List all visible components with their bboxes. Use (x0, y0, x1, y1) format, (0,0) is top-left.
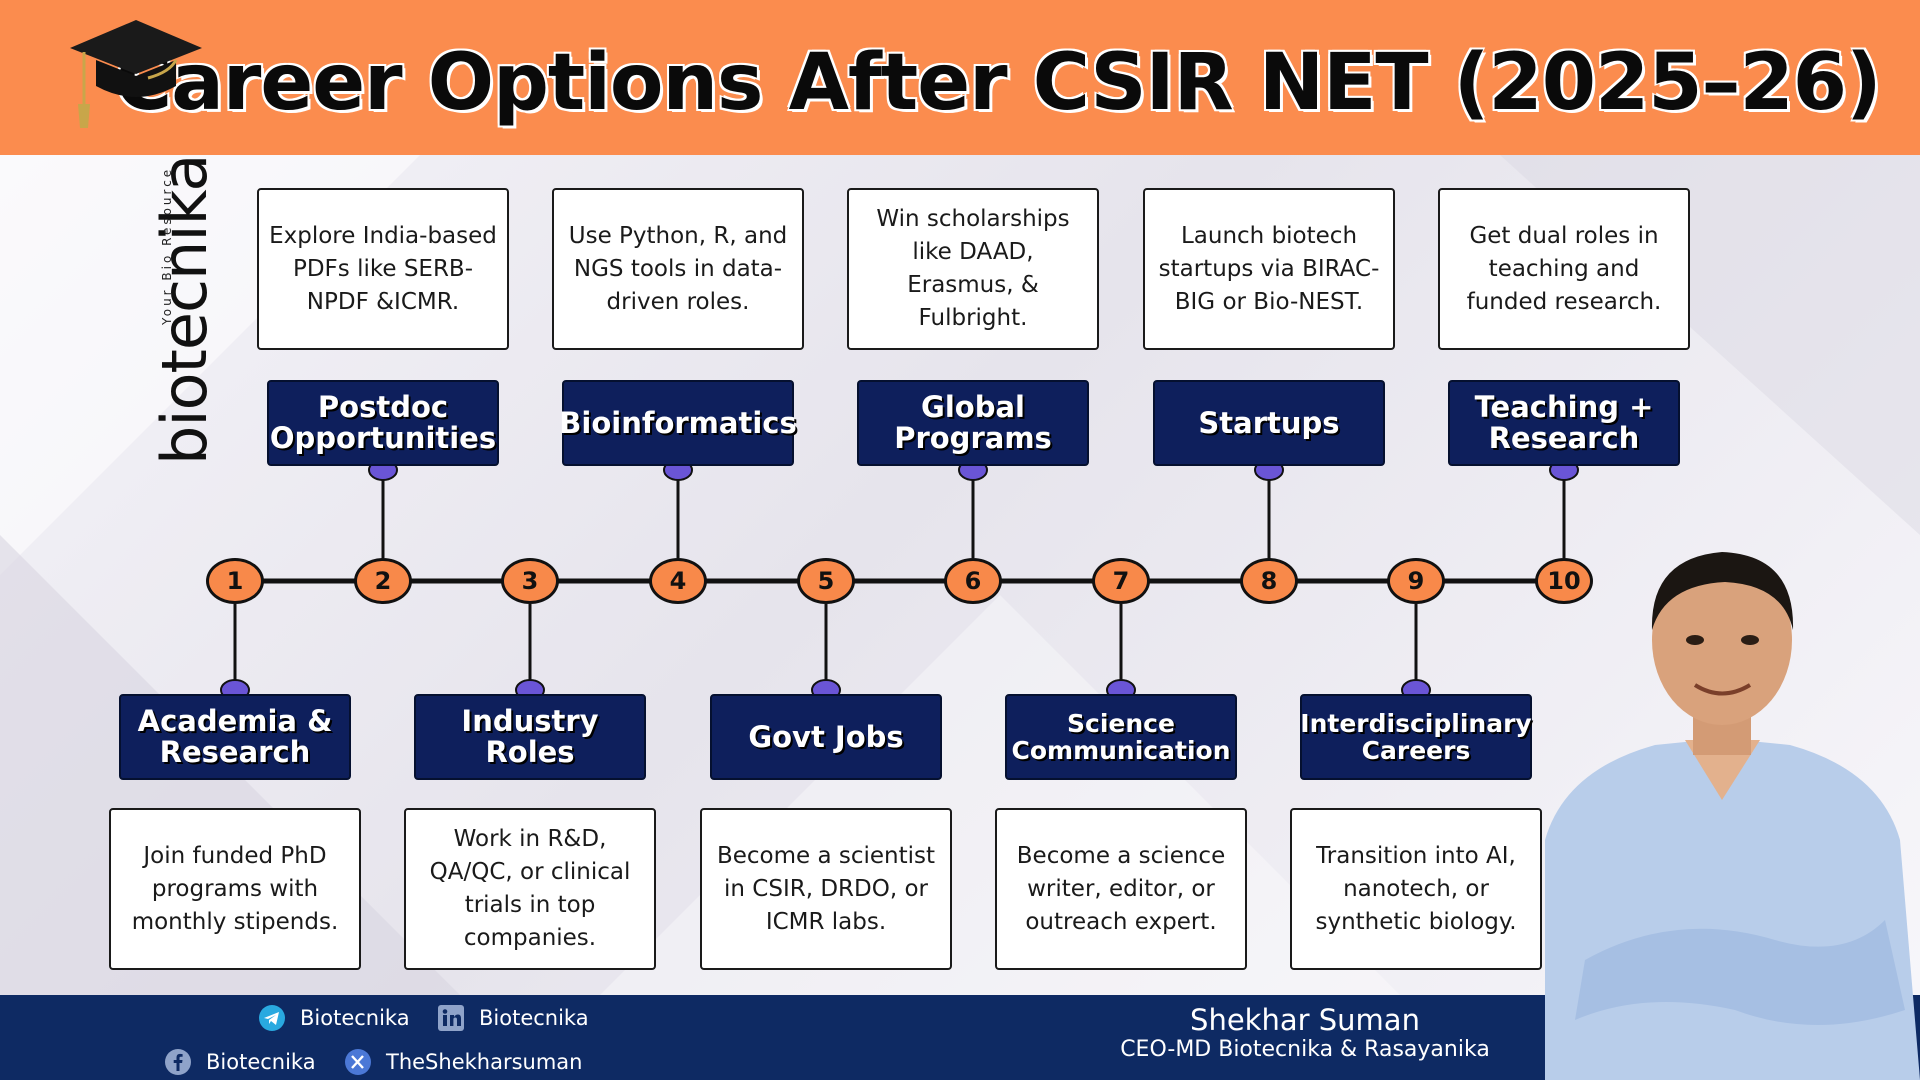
step-2-description: Explore India-based PDFs like SERB-NPDF … (257, 188, 509, 350)
step-7-description: Become a science writer, editor, or outr… (995, 808, 1247, 970)
step-5-title: Govt Jobs (710, 694, 942, 780)
step-number-2: 2 (354, 558, 412, 604)
biotecnika-logo: biotecnika Your Bio Resource (140, 155, 230, 475)
telegram-icon (259, 1005, 285, 1031)
presenter-role: CEO-MD Biotecnika & Rasayanika (1120, 1037, 1490, 1062)
telegram-link[interactable]: Biotecnika (258, 1001, 410, 1035)
step-number-7: 7 (1092, 558, 1150, 604)
step-9-title: Interdisciplinary Careers (1300, 694, 1532, 780)
twitter-label: TheShekharsuman (386, 1050, 583, 1074)
step-number-4: 4 (649, 558, 707, 604)
step-number-8: 8 (1240, 558, 1298, 604)
step-number-9: 9 (1387, 558, 1445, 604)
step-3-description: Work in R&D, QA/QC, or clinical trials i… (404, 808, 656, 970)
step-2-title: Postdoc Opportunities (267, 380, 499, 466)
header-bar: Career Options After CSIR NET (2025–26) (0, 0, 1920, 155)
step-10-title: Teaching + Research (1448, 380, 1680, 466)
facebook-link[interactable]: Biotecnika (164, 1045, 316, 1079)
step-5-description: Become a scientist in CSIR, DRDO, or ICM… (700, 808, 952, 970)
presenter-name: Shekhar Suman (1190, 1003, 1420, 1037)
page-title: Career Options After CSIR NET (2025–26) (115, 38, 1882, 128)
step-6-description: Win scholarships like DAAD, Erasmus, & F… (847, 188, 1099, 350)
linkedin-label: Biotecnika (479, 1006, 589, 1030)
step-number-5: 5 (797, 558, 855, 604)
step-3-title: Industry Roles (414, 694, 646, 780)
step-number-3: 3 (501, 558, 559, 604)
facebook-label: Biotecnika (206, 1050, 316, 1074)
step-4-description: Use Python, R, and NGS tools in data-dri… (552, 188, 804, 350)
twitter-link[interactable]: TheShekharsuman (344, 1045, 582, 1079)
step-9-description: Transition into AI, nanotech, or synthet… (1290, 808, 1542, 970)
step-8-description: Launch biotech startups via BIRAC-BIG or… (1143, 188, 1395, 350)
linkedin-icon (438, 1005, 464, 1031)
graduation-cap-icon (70, 20, 202, 128)
linkedin-link[interactable]: Biotecnika (437, 1001, 589, 1035)
x-twitter-icon (345, 1049, 371, 1075)
step-4-title: Bioinformatics (559, 380, 797, 466)
logo-tagline: Your Bio Resource (160, 166, 174, 325)
step-8-title: Startups (1153, 380, 1385, 466)
facebook-icon (165, 1049, 191, 1075)
presenter-photo (1545, 552, 1920, 1080)
step-6-title: Global Programs (857, 380, 1089, 466)
step-7-title: Science Communication (1005, 694, 1237, 780)
step-number-1: 1 (206, 558, 264, 604)
telegram-label: Biotecnika (300, 1006, 410, 1030)
step-number-10: 10 (1535, 558, 1593, 604)
step-1-title: Academia & Research (119, 694, 351, 780)
step-number-6: 6 (944, 558, 1002, 604)
step-1-description: Join funded PhD programs with monthly st… (109, 808, 361, 970)
step-10-description: Get dual roles in teaching and funded re… (1438, 188, 1690, 350)
